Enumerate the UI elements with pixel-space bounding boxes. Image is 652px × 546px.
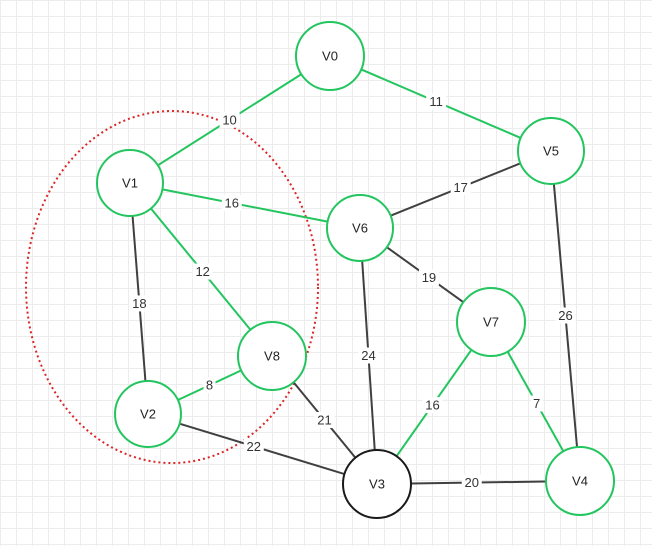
node-circle bbox=[96, 149, 164, 217]
node-v2: V2 bbox=[114, 380, 182, 448]
highlight-ellipse bbox=[25, 110, 319, 464]
node-v1: V1 bbox=[96, 149, 164, 217]
node-circle bbox=[456, 287, 526, 357]
node-v3: V3 bbox=[342, 449, 412, 519]
edge-label-bg bbox=[555, 307, 576, 324]
node-v7: V7 bbox=[456, 287, 526, 357]
edge-label-bg bbox=[450, 179, 471, 196]
edge-label-bg bbox=[129, 295, 150, 312]
edge-weight-v7-v4: 7 bbox=[533, 396, 540, 411]
node-label: V1 bbox=[122, 176, 138, 191]
edge-label-bg bbox=[358, 347, 379, 364]
edge-weight-v0-v5: 11 bbox=[429, 94, 443, 109]
edge-weight-v2-v8: 8 bbox=[206, 378, 213, 393]
edge-label-bg bbox=[219, 111, 240, 128]
edge-weight-v1-v8: 12 bbox=[195, 264, 209, 279]
node-label: V8 bbox=[264, 349, 280, 364]
edge-label-bg bbox=[461, 474, 482, 491]
node-circle bbox=[114, 380, 182, 448]
edge-labels-layer: 10 11 16 12 18 8 22 17 26 19 24 21 16 7 20 bbox=[129, 93, 576, 491]
edge-weight-v5-v4: 26 bbox=[558, 308, 572, 323]
node-label: V3 bbox=[369, 477, 385, 492]
edge-weight-v1-v6: 16 bbox=[225, 195, 239, 210]
edge-weight-v5-v6: 17 bbox=[453, 180, 467, 195]
edge-label-bg bbox=[192, 263, 213, 280]
node-label: V0 bbox=[322, 49, 338, 64]
node-circle bbox=[545, 446, 615, 516]
node-v4: V4 bbox=[545, 446, 615, 516]
edge-weight-v1-v2: 18 bbox=[132, 296, 146, 311]
node-v0: V0 bbox=[295, 21, 365, 91]
edge-weight-v0-v1: 10 bbox=[222, 112, 236, 127]
node-circle bbox=[342, 449, 412, 519]
edge-label-bg bbox=[314, 412, 335, 428]
edge-weight-v8-v3: 21 bbox=[317, 413, 331, 428]
edge-weight-v2-v3: 22 bbox=[247, 439, 261, 454]
edge-label-bg bbox=[530, 395, 543, 412]
edge-label-bg bbox=[243, 438, 264, 455]
node-label: V4 bbox=[572, 474, 588, 489]
node-circle bbox=[517, 117, 585, 185]
edge-label-bg bbox=[422, 397, 443, 414]
node-v8: V8 bbox=[237, 321, 307, 391]
node-circle bbox=[237, 321, 307, 391]
edge-v1-v6 bbox=[162, 188, 328, 223]
edge-weight-v6-v3: 24 bbox=[361, 348, 375, 363]
edge-weight-v6-v7: 19 bbox=[422, 270, 436, 285]
node-label: V2 bbox=[140, 407, 156, 422]
edge-label-bg bbox=[221, 194, 242, 211]
node-label: V7 bbox=[483, 315, 499, 330]
node-label: V6 bbox=[352, 221, 368, 236]
edge-label-bg bbox=[418, 269, 439, 286]
node-v5: V5 bbox=[517, 117, 585, 185]
edge-weight-v7-v3: 16 bbox=[425, 398, 439, 413]
edge-label-bg bbox=[203, 377, 216, 394]
edge-weight-v3-v4: 20 bbox=[465, 475, 479, 490]
node-v6: V6 bbox=[326, 194, 394, 262]
node-circle bbox=[295, 21, 365, 91]
node-circle bbox=[326, 194, 394, 262]
node-label: V5 bbox=[543, 144, 559, 159]
edge-label-bg bbox=[426, 93, 447, 110]
